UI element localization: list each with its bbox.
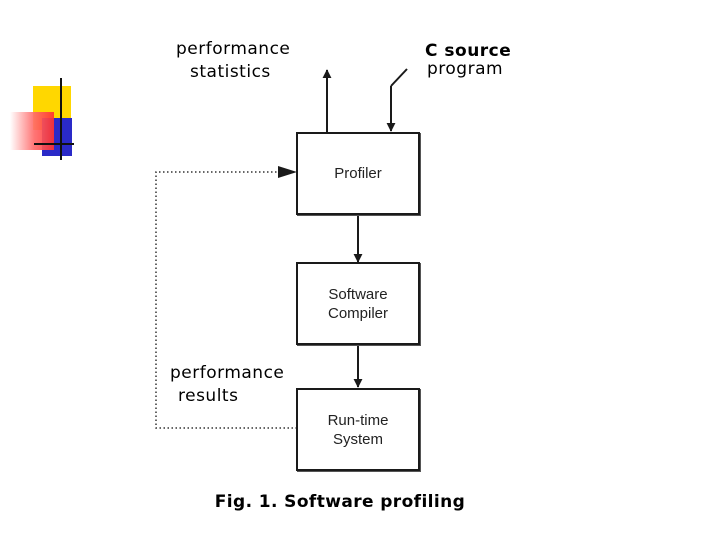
decor-horizontal-line	[34, 143, 74, 145]
performance-results-label: performance results	[170, 363, 287, 406]
perf-results-line1: performance	[170, 363, 285, 383]
perf-results-line2: results	[178, 386, 239, 406]
perf-stats-line2: statistics	[190, 62, 271, 82]
compiler-label-line1: Software	[328, 285, 388, 303]
profiler-box: Profiler	[296, 132, 420, 215]
feedback-arrowhead	[278, 166, 297, 178]
runtime-system-box: Run-time System	[296, 388, 420, 471]
figure-caption: Fig. 1. Software profiling	[214, 492, 466, 512]
compiler-label-line2: Compiler	[327, 304, 388, 322]
runtime-label-line2: System	[332, 430, 383, 448]
c-source-line1: C source	[425, 41, 512, 61]
c-source-program-label: C source program	[425, 42, 511, 78]
performance-statistics-label: performance statistics	[176, 39, 290, 82]
profiler-label: Profiler	[334, 165, 382, 182]
arrow-c-source-line-diag	[390, 68, 408, 87]
feedback-dotted-line	[155, 171, 297, 429]
c-source-line2: program	[427, 59, 504, 79]
perf-stats-line1: performance	[176, 39, 291, 59]
decor-vertical-line	[60, 78, 62, 160]
runtime-label-line1: Run-time	[327, 411, 389, 429]
software-compiler-box: Software Compiler	[296, 262, 420, 345]
